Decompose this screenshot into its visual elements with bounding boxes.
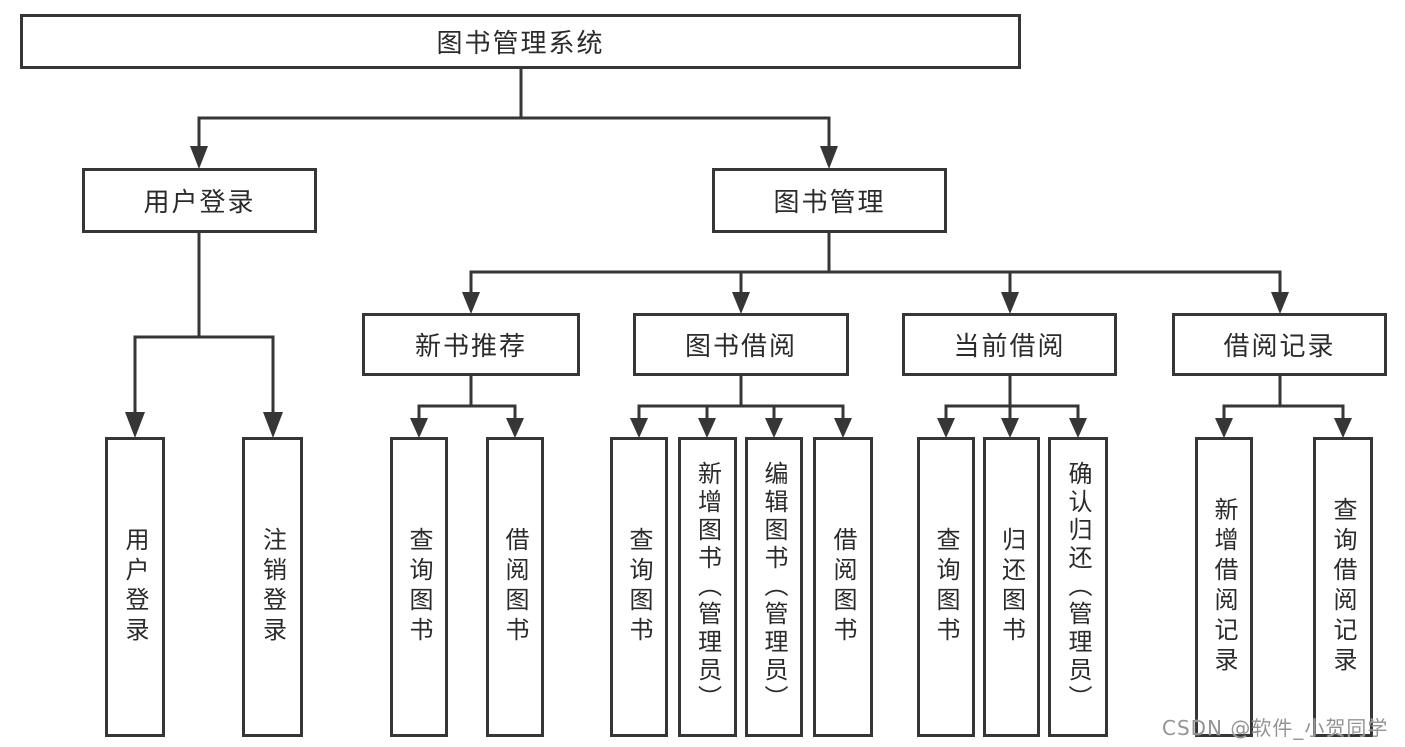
watermark: CSDN @软件_小贺同学 [1162,716,1389,740]
arrowhead-icon [1334,418,1352,438]
node-library-management-system: 图书管理系统 [20,14,1021,69]
node-book-borrowing: 图书借阅 [633,313,849,376]
node-current-borrowing: 当前借阅 [902,313,1117,376]
arrowhead-icon [410,418,428,438]
connector-current-borrowing-to-leaves [944,376,1080,421]
arrowhead-icon [1001,292,1019,314]
leaf-user-login: 用户登录 [105,437,165,737]
node-book-management: 图书管理 [712,168,947,233]
connector-book-borrowing-to-leaves [637,376,845,421]
leaf-query-borrow-record: 查询借阅记录 [1313,437,1373,737]
leaf-query-books-current: 查询图书 [917,437,975,737]
connector-borrowing-records-to-leaves [1222,376,1345,421]
connector-new-book-recommend-to-leaves [417,376,517,421]
leaf-add-books-admin: 新增图书（管理员） [678,437,737,737]
node-new-book-recommend: 新书推荐 [362,313,580,376]
leaf-logout: 注销登录 [242,437,303,737]
arrowhead-icon [1069,418,1087,438]
arrowhead-icon [937,418,955,438]
arrowhead-icon [263,412,283,438]
leaf-borrow-books-recommend: 借阅图书 [486,437,544,737]
arrowhead-icon [1215,418,1233,438]
leaf-return-books: 归还图书 [983,437,1040,737]
arrowhead-icon [630,418,648,438]
arrowhead-icon [698,418,716,438]
arrowhead-icon [834,418,852,438]
arrowhead-icon [125,412,145,438]
leaf-borrow-books-borrowing: 借阅图书 [813,437,873,737]
connector-user-login-to-leaves [133,233,275,414]
arrowhead-icon [190,146,208,169]
leaf-confirm-return-admin: 确认归还（管理员） [1048,437,1108,737]
leaf-query-books-borrowing: 查询图书 [610,437,668,737]
arrowhead-icon [732,292,750,314]
arrowhead-icon [1001,418,1019,438]
arrowhead-icon [506,418,524,438]
leaf-query-books-recommend: 查询图书 [390,437,448,737]
connector-root-to-level2 [197,69,831,150]
arrowhead-icon [765,418,783,438]
arrowhead-icon [1271,292,1289,314]
arrowhead-icon [820,146,838,169]
node-borrowing-records: 借阅记录 [1172,313,1387,376]
leaf-add-borrow-record: 新增借阅记录 [1195,437,1253,737]
node-user-login: 用户登录 [82,168,317,233]
leaf-edit-books-admin: 编辑图书（管理员） [745,437,803,737]
arrowhead-icon [462,292,480,314]
connector-book-management-to-level3 [469,233,1282,296]
